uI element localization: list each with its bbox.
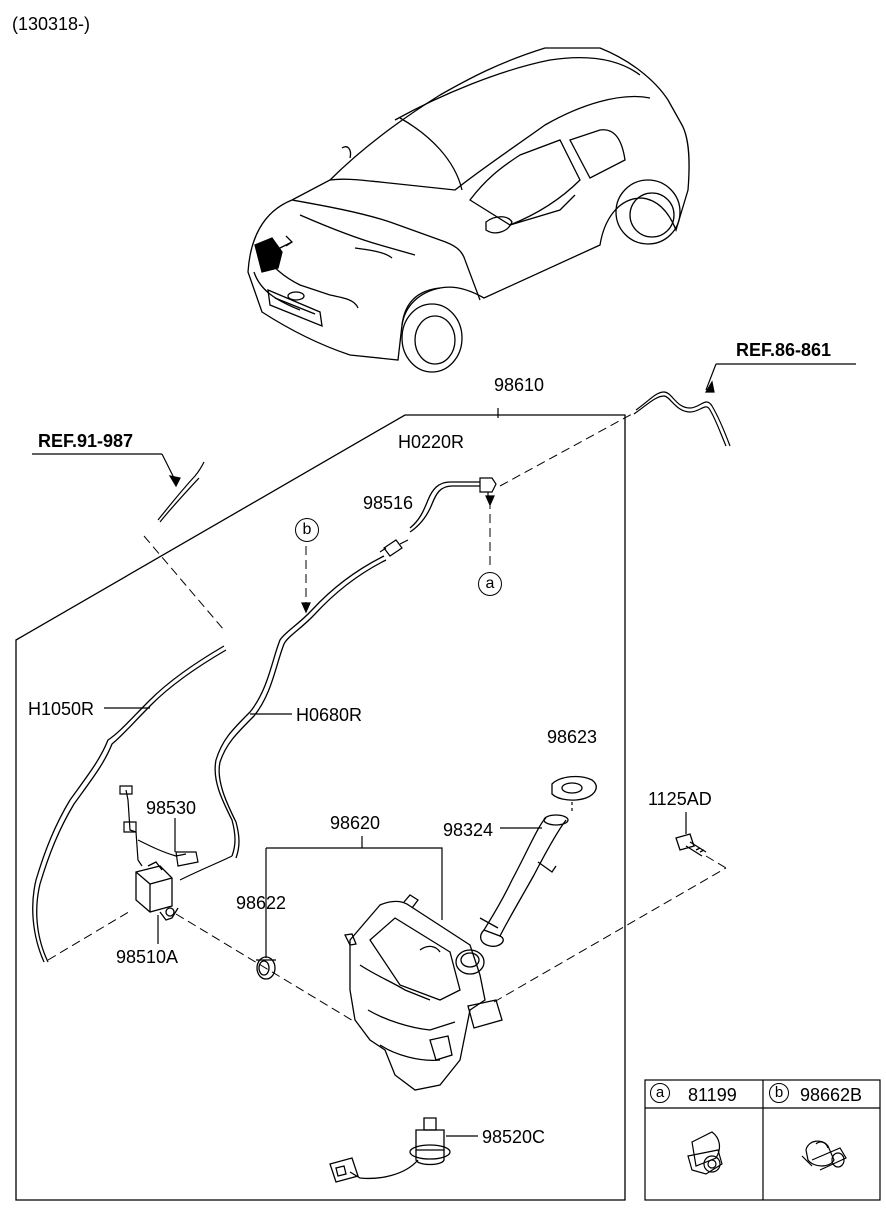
main-frame	[15, 414, 626, 1201]
hose-h1050r	[32, 645, 225, 963]
hose-ref-86-861	[635, 391, 731, 447]
bolt-1125ad	[675, 833, 707, 857]
label-h1050r: H1050R	[28, 699, 95, 719]
wire-98530	[125, 789, 143, 867]
washer-pump-98520c	[329, 1117, 451, 1183]
label-98623: 98623	[547, 727, 598, 747]
connector-98516	[383, 539, 403, 557]
hose-h0220r	[409, 481, 480, 529]
label-h0680r: H0680R	[296, 705, 363, 725]
label-98622: 98622	[236, 893, 287, 913]
label-1125ad: 1125AD	[648, 789, 712, 809]
label-98510a: 98510A	[116, 947, 179, 967]
legend-part-98662b: 98662B	[800, 1085, 863, 1105]
hose-ref-91-987	[157, 461, 205, 521]
car-illustration	[247, 47, 690, 373]
date-code: (130318-)	[12, 14, 91, 34]
clip-98662b-illustration	[801, 1140, 847, 1171]
label-98620: 98620	[330, 813, 381, 833]
legend-part-81199: 81199	[688, 1085, 737, 1105]
label-h0220r: H0220R	[398, 432, 465, 452]
callout-a: a	[478, 572, 502, 596]
label-98530: 98530	[146, 798, 197, 818]
pump-motor-98510a	[135, 861, 179, 921]
clip-81199-illustration	[687, 1131, 723, 1175]
ref-91-987-label: REF.91-987	[38, 431, 134, 451]
callout-b: b	[295, 518, 319, 542]
tee-connector	[479, 477, 497, 493]
legend-table	[644, 1079, 881, 1201]
ref-86-861-label: REF.86-861	[736, 340, 832, 360]
reservoir-tank-98620	[344, 894, 503, 1091]
filler-neck-98324	[479, 814, 569, 947]
legend-callout-b: b	[769, 1083, 789, 1103]
cap-98623	[551, 775, 597, 801]
label-98520c: 98520C	[482, 1127, 546, 1147]
hose-h0680r	[214, 555, 385, 857]
legend-callout-a: a	[650, 1083, 670, 1103]
label-98324: 98324	[443, 820, 494, 840]
label-98610: 98610	[494, 375, 545, 395]
label-98516: 98516	[363, 493, 414, 513]
